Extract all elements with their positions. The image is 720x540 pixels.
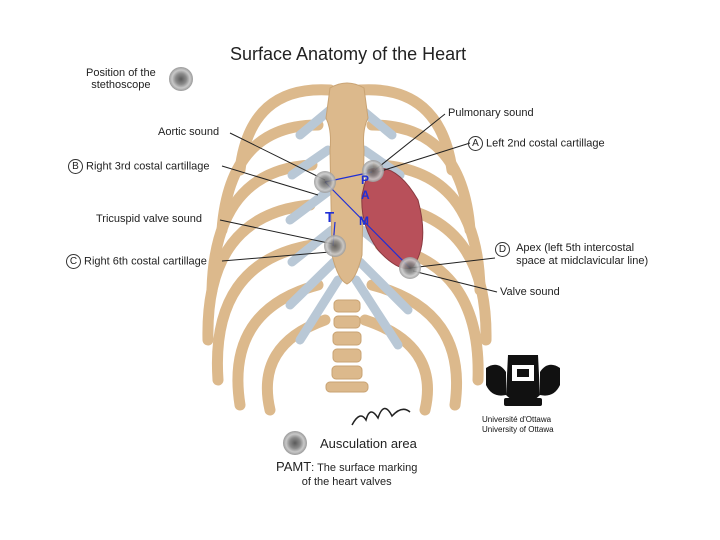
pulmonary-position — [362, 160, 384, 182]
label-apex-line1: Apex (left 5th intercostal — [516, 242, 635, 254]
label-valve-sound: Valve sound — [500, 286, 560, 298]
university-crest-icon — [486, 355, 560, 406]
university-name: Université d'Ottawa University of Ottawa — [482, 415, 554, 435]
tricuspid-position — [324, 235, 346, 257]
label-right-3rd-text: Right 3rd costal cartillage — [86, 160, 210, 173]
auscultation-legend-marker — [283, 431, 307, 455]
page-title: Surface Anatomy of the Heart — [230, 44, 467, 64]
label-left-2nd-text: Left 2nd costal cartillage — [486, 137, 605, 150]
marker-b: B — [68, 159, 83, 174]
stethoscope-note-line1: Position of the — [86, 67, 156, 79]
stethoscope-note-line2: stethoscope — [91, 79, 151, 91]
label-right-6th-text: Right 6th costal cartillage — [84, 255, 207, 268]
aortic-position — [314, 171, 336, 193]
label-tricuspid: Tricuspid valve sound — [96, 213, 202, 225]
label-apex-line2: space at midclavicular line) — [516, 255, 649, 267]
stethoscope-legend-marker — [169, 67, 193, 91]
leader-lines — [219, 113, 498, 293]
legend-pamt-term: PAMT — [276, 459, 312, 474]
label-apex: D Apex (left 5th intercostal space at mi… — [495, 242, 648, 268]
legend-pamt-desc2: of the heart valves — [301, 476, 392, 488]
legend-pamt: PAMT: The surface marking of the heart v… — [276, 460, 417, 489]
sternum — [325, 82, 369, 285]
legend-pamt-desc1: : The surface marking — [311, 462, 418, 474]
label-aortic-sound: Aortic sound — [158, 126, 220, 138]
university-name-en: University of Ottawa — [482, 425, 554, 434]
valve-letter-m: M — [359, 214, 369, 228]
stethoscope-note: Position of the stethoscope — [86, 67, 156, 91]
marker-c: C — [66, 254, 81, 269]
valve-letter-p: P — [361, 173, 369, 187]
spine — [325, 299, 369, 393]
marker-a: A — [468, 136, 483, 151]
marker-d: D — [495, 242, 510, 257]
label-pulmonary-sound: Pulmonary sound — [448, 107, 534, 119]
mitral-position — [399, 257, 421, 279]
university-name-fr: Université d'Ottawa — [482, 415, 552, 424]
valve-letter-a: A — [361, 188, 370, 202]
heart-shape — [361, 167, 424, 270]
label-apex-text: Apex (left 5th intercostal space at midc… — [516, 242, 648, 268]
legend-auscultation: Ausculation area — [320, 436, 417, 451]
valve-letter-t: T — [325, 209, 334, 226]
signature — [351, 407, 411, 426]
